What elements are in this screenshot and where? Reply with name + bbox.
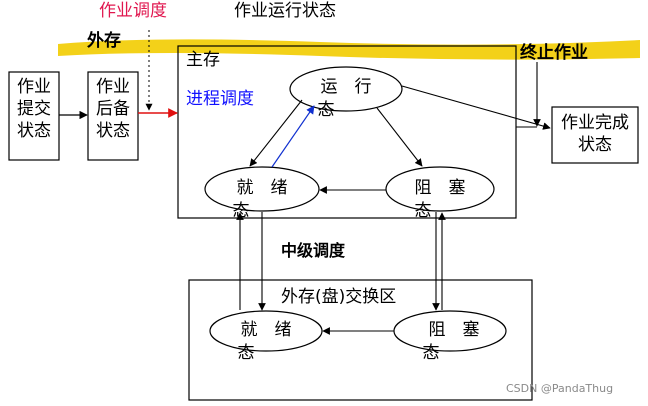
main-memory-title: 主存	[186, 52, 220, 69]
running-label: 运 行	[290, 79, 402, 96]
swap-area-title: 外存(盘)交换区	[281, 289, 396, 306]
ready-label: 就 绪	[205, 180, 319, 197]
arrow-running-ready	[250, 100, 302, 166]
complete-state-label: 作业完成状态	[555, 112, 635, 156]
swap-ready-suffix: 态	[233, 345, 259, 362]
swap-blocked-suffix: 态	[418, 345, 444, 362]
terminate-job-label: 终止作业	[520, 45, 588, 62]
blocked-label: 阻 塞	[386, 180, 494, 197]
job-run-state-label: 作业运行状态	[234, 3, 336, 20]
arrow-running-blocked	[377, 108, 422, 166]
complete-state-text: 作业完成状态	[552, 112, 638, 156]
process-scheduling-label: 进程调度	[186, 91, 254, 108]
external-storage-label: 外存	[87, 33, 121, 50]
submit-state-label: 作业提交状态	[14, 76, 54, 142]
swap-ready-label: 就 绪	[210, 322, 322, 339]
watermark: CSDN @PandaThug	[506, 382, 613, 395]
arrow-running-complete	[402, 86, 550, 128]
arrow-ready-running	[272, 106, 314, 167]
running-suffix: 态	[313, 102, 339, 119]
backup-state-text: 作业后备状态	[88, 76, 138, 142]
blocked-suffix: 态	[410, 203, 436, 220]
middle-scheduling-label: 中级调度	[281, 243, 345, 259]
submit-state-text: 作业提交状态	[9, 76, 59, 142]
backup-state-label: 作业后备状态	[93, 76, 133, 142]
ready-suffix: 态	[228, 203, 254, 220]
swap-blocked-label: 阻 塞	[398, 322, 510, 339]
job-scheduling-label: 作业调度	[99, 3, 167, 20]
